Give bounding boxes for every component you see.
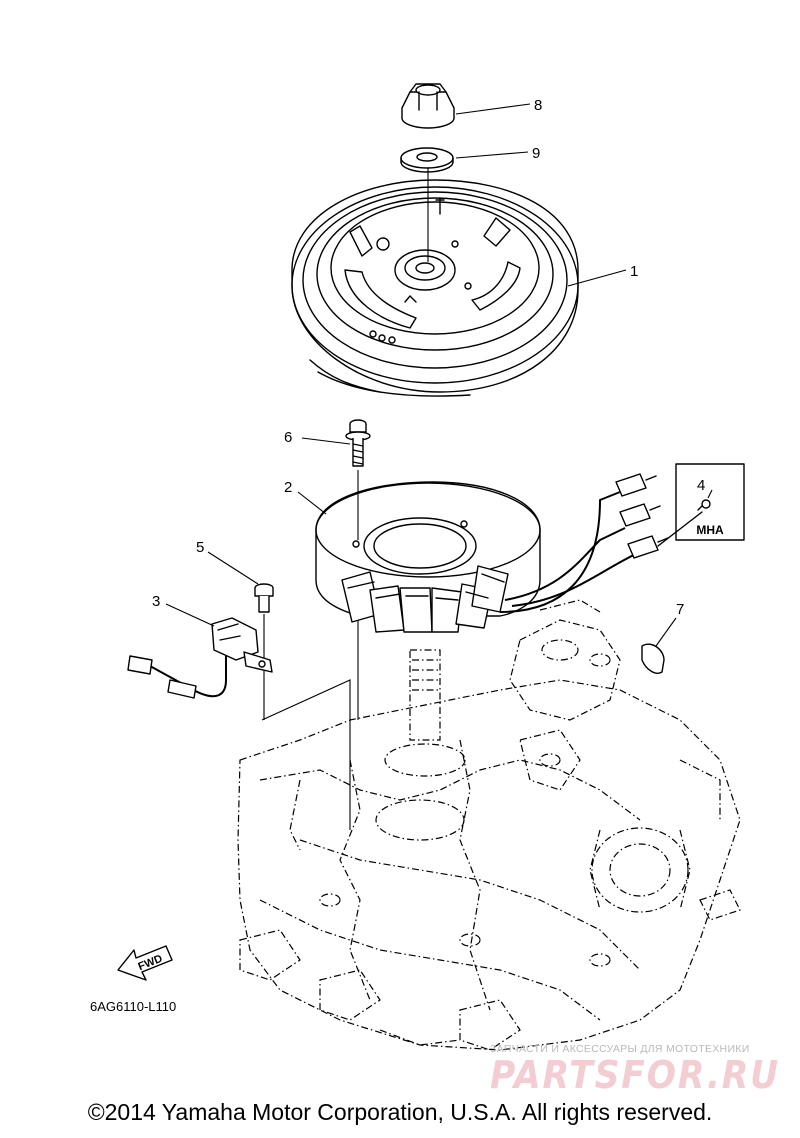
watermark-logo: PARTSFOR.RU xyxy=(490,1053,780,1097)
drawing-code: 6AG6110-L110 xyxy=(90,999,176,1014)
assembly-lines xyxy=(261,168,429,830)
callouts: 8 9 1 6 2 4 5 3 7 xyxy=(152,97,713,647)
callout-1: 1 xyxy=(630,263,638,280)
callout-3: 3 xyxy=(152,593,160,610)
fwd-arrow-icon: FWD xyxy=(117,945,173,981)
mha-label: MHA xyxy=(696,523,724,537)
watermark-tagline: ЗАПЧАСТИ И АКСЕССУАРЫ ДЛЯ МОТОТЕХНИКИ xyxy=(490,1043,750,1055)
callout-2: 2 xyxy=(284,479,292,496)
callout-5: 5 xyxy=(196,539,204,556)
part-woodruff-key[interactable] xyxy=(641,643,665,674)
part-washer[interactable] xyxy=(400,147,454,173)
callout-8: 8 xyxy=(534,97,542,114)
copyright-notice: ©2014 Yamaha Motor Corporation, U.S.A. A… xyxy=(87,1099,713,1125)
part-nut[interactable] xyxy=(401,83,455,129)
part-screw-4[interactable] xyxy=(697,499,711,511)
crankcase-reference xyxy=(237,599,741,1051)
part-bolt-6[interactable] xyxy=(345,419,371,467)
part-flywheel[interactable] xyxy=(291,179,579,397)
callout-9: 9 xyxy=(532,145,540,162)
part-bolt-5[interactable] xyxy=(254,583,274,613)
part-stator[interactable] xyxy=(315,473,703,633)
mha-variant-box: MHA xyxy=(675,463,745,541)
callout-4: 4 xyxy=(697,477,705,494)
part-pulser-coil[interactable] xyxy=(127,617,273,699)
callout-7: 7 xyxy=(676,601,684,618)
callout-6: 6 xyxy=(284,429,292,446)
